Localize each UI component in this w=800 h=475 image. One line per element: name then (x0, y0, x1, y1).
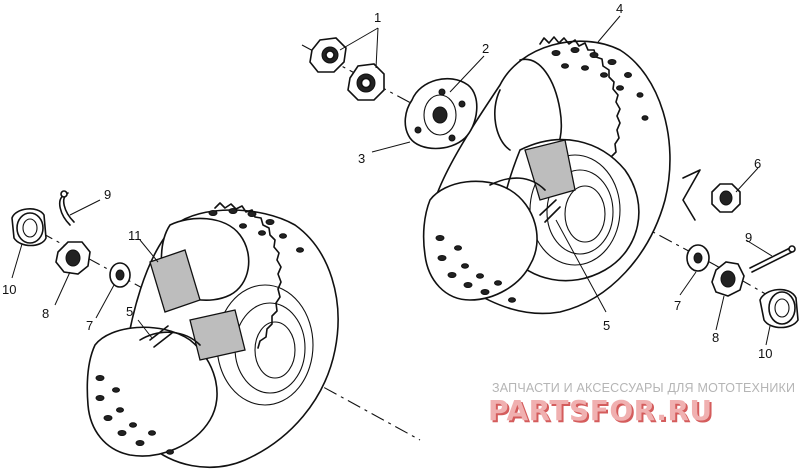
castle-nut-8-right (711, 261, 745, 297)
hub-assembly (404, 77, 478, 150)
callout-2: 2 (482, 41, 489, 56)
cotter-pin-9-left (58, 190, 75, 226)
axle-nut-1a (309, 37, 347, 73)
dust-cap-10-left (11, 208, 47, 247)
callout-7-right: 7 (674, 298, 681, 313)
right-wheel-stud (539, 199, 557, 216)
callout-10-left: 10 (2, 282, 16, 297)
callout-1: 1 (374, 10, 381, 25)
callout-9-left: 9 (104, 187, 111, 202)
washer-7-left (109, 262, 131, 288)
right-tire-lower-lugs (435, 235, 516, 303)
callout-6: 6 (754, 156, 761, 171)
callout-5-left: 5 (126, 304, 133, 319)
callout-8-left: 8 (42, 306, 49, 321)
leader-lines (11, 15, 773, 346)
nut-6 (711, 183, 741, 213)
castle-nut-8-left (55, 241, 91, 275)
left-tire-lower-lugs (95, 375, 174, 455)
left-tire (86, 202, 339, 468)
callout-9-right: 9 (745, 230, 752, 245)
callout-5-right: 5 (603, 318, 610, 333)
cotter-pin-9-right (749, 245, 796, 273)
callout-4: 4 (616, 1, 623, 16)
right-tire (422, 36, 671, 315)
right-tire-lugs (551, 47, 649, 121)
callout-10-right: 10 (758, 346, 772, 361)
callout-8-right: 8 (712, 330, 719, 345)
watermark-tagline: ЗАПЧАСТИ И АКСЕССУАРЫ ДЛЯ МОТОТЕХНИКИ (492, 381, 796, 395)
bracket-line (682, 169, 701, 221)
left-wheel-stud (149, 325, 169, 341)
watermark-logo: PARTSFOR.RU (488, 394, 713, 427)
dust-cap-10-right (759, 288, 799, 329)
callout-11: 11 (128, 228, 142, 243)
callout-7-left: 7 (86, 318, 93, 333)
axle-nut-1b (347, 63, 385, 101)
washer-7-right (686, 244, 710, 272)
callout-3: 3 (358, 151, 365, 166)
